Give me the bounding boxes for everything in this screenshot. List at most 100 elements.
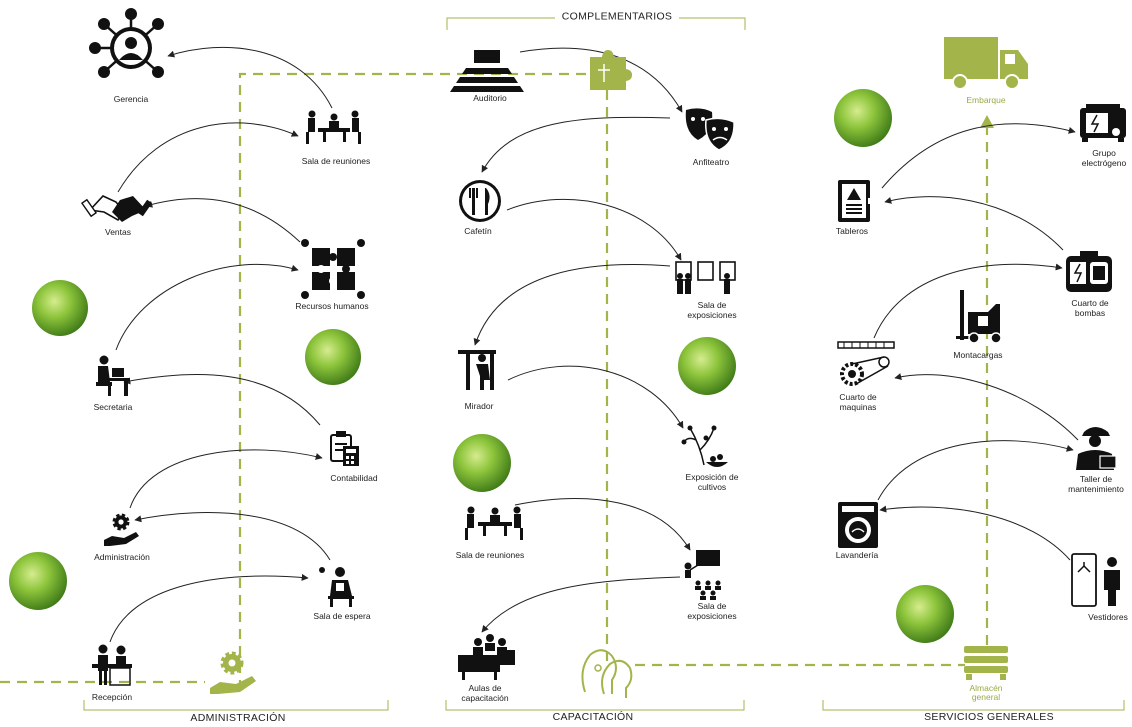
contabilidad-label: Contabilidad (330, 473, 378, 483)
aulas-capacitacion-label-line2: capacitación (461, 693, 509, 703)
tree-icon (32, 280, 88, 336)
reception-desk-icon (92, 644, 132, 686)
sala-exposiciones-1-label-line2: exposiciones (687, 310, 736, 320)
node-gerencia: Gerencia (89, 8, 164, 104)
embarque-label: Embarque (966, 95, 1005, 105)
section-title-administracion: ADMINISTRACIÓN (190, 711, 285, 724)
tableros-label: Tableros (836, 226, 868, 236)
node-sala-reuniones-cap: Sala de reuniones (456, 506, 524, 560)
sala-exposiciones-2-label-line2: exposiciones (687, 611, 736, 621)
exposicion-cultivos-label-line2: cultivos (698, 482, 726, 492)
node-exposicion-cultivos: Exposición de cultivos (681, 425, 739, 492)
exposicion-cultivos-label-line1: Exposición de (686, 472, 739, 482)
plant-crop-icon (681, 425, 728, 467)
circulation-paths (0, 72, 994, 690)
trees (9, 89, 954, 643)
cuarto-bombas-label-line1: Cuarto de (1071, 298, 1109, 308)
tree-icon (834, 89, 892, 147)
sala-exposiciones-1-label-line1: Sala de (698, 300, 727, 310)
complementarios-zone-icon (590, 50, 632, 90)
meeting-icon (465, 506, 523, 540)
pump-icon (1066, 251, 1112, 292)
node-tableros: Tableros (836, 180, 871, 236)
node-sala-reuniones-admin: Sala de reuniones (302, 110, 371, 166)
node-anfiteatro: Anfiteatro (685, 108, 735, 167)
administration-zone-icon (210, 651, 256, 694)
classroom-icon (458, 634, 515, 680)
montacargas-label: Montacargas (953, 350, 1002, 360)
training-zone-icon (581, 649, 633, 698)
gerencia-label: Gerencia (114, 94, 149, 104)
almacen-general-label-line2: general (972, 692, 1000, 702)
desk-worker-icon (96, 355, 130, 396)
section-title-capacitacion: CAPACITACIÓN (553, 710, 634, 723)
people-puzzle-icon (301, 239, 365, 299)
node-auditorio: Auditorio (450, 50, 524, 103)
node-sala-exposiciones-2: Sala de exposiciones (684, 550, 737, 621)
anfiteatro-label: Anfiteatro (693, 157, 730, 167)
recepcion-label: Recepción (92, 692, 132, 702)
taller-mantenimiento-label-line2: mantenimiento (1068, 484, 1124, 494)
handshake-icon (80, 195, 153, 222)
grupo-electrogeno-label-line2: electrógeno (1082, 158, 1127, 168)
tree-icon (453, 434, 511, 492)
sala-espera-label: Sala de espera (313, 611, 370, 621)
tree-icon (9, 552, 67, 610)
theater-masks-icon (685, 108, 735, 151)
sala-reuniones-admin-label: Sala de reuniones (302, 156, 371, 166)
auditorium-icon (450, 50, 524, 92)
gear-hand-icon (104, 513, 139, 546)
sala-exposiciones-2-label-line1: Sala de (698, 601, 727, 611)
machinery-icon (837, 341, 895, 386)
node-vestidores: Vestidores (1071, 553, 1128, 622)
warehouse-stack-icon (964, 646, 1008, 680)
ventas-label: Ventas (105, 227, 131, 237)
tree-icon (896, 585, 954, 643)
node-aulas-capacitacion: Aulas de capacitación (458, 634, 515, 703)
electrical-panel-icon (838, 180, 871, 222)
auditorio-label: Auditorio (473, 93, 507, 103)
node-contabilidad: Contabilidad (330, 431, 378, 483)
gallery-icon (675, 261, 736, 294)
presentation-icon (684, 550, 721, 600)
node-lavanderia: Lavandería (836, 502, 879, 560)
locker-person-icon (1071, 553, 1120, 607)
vestidores-label: Vestidores (1088, 612, 1128, 622)
node-cafetin: Cafetín (459, 180, 501, 236)
node-montacargas: Montacargas (953, 290, 1003, 360)
waiting-room-icon (319, 567, 354, 607)
lookout-icon (458, 350, 496, 390)
node-sala-exposiciones-1: Sala de exposiciones (675, 261, 737, 320)
cafetin-label: Cafetín (464, 226, 492, 236)
cuarto-maquinas-label-line2: maquinas (840, 402, 877, 412)
secretaria-label: Secretaria (94, 402, 133, 412)
section-title-servicios-generales: SERVICIOS GENERALES (924, 711, 1054, 723)
node-cuarto-maquinas: Cuarto de maquinas (837, 341, 895, 412)
node-recepcion: Recepción (92, 644, 132, 702)
tree-icon (305, 329, 361, 385)
forklift-icon (956, 290, 1002, 344)
recursos-humanos-label: Recursos humanos (295, 301, 368, 311)
node-ventas: Ventas (80, 195, 153, 237)
lavanderia-label: Lavandería (836, 550, 879, 560)
clipboard-calculator-icon (330, 431, 359, 466)
section-titles: COMPLEMENTARIOS ADMINISTRACIÓN CAPACITAC… (190, 9, 1054, 724)
fork-knife-icon (459, 180, 501, 222)
node-embarque: Embarque (944, 37, 1028, 105)
administracion-label: Administración (94, 552, 150, 562)
section-title-complementarios: COMPLEMENTARIOS (562, 11, 672, 23)
node-grupo-electrogeno: Grupo electrógeno (1080, 104, 1126, 168)
node-sala-espera: Sala de espera (313, 567, 371, 621)
generator-icon (1080, 104, 1126, 142)
node-taller-mantenimiento: Taller de mantenimiento (1068, 427, 1124, 494)
washing-machine-icon (838, 502, 878, 548)
network-person-icon (89, 8, 164, 78)
node-mirador: Mirador (458, 350, 496, 411)
node-cuarto-bombas: Cuarto de bombas (1066, 251, 1112, 318)
cuarto-maquinas-label-line1: Cuarto de (839, 392, 877, 402)
relation-arrows (109, 46, 1079, 643)
node-secretaria: Secretaria (94, 355, 133, 412)
aulas-capacitacion-label-line1: Aulas de (468, 683, 501, 693)
node-almacen-general: Almacén general (964, 646, 1008, 702)
